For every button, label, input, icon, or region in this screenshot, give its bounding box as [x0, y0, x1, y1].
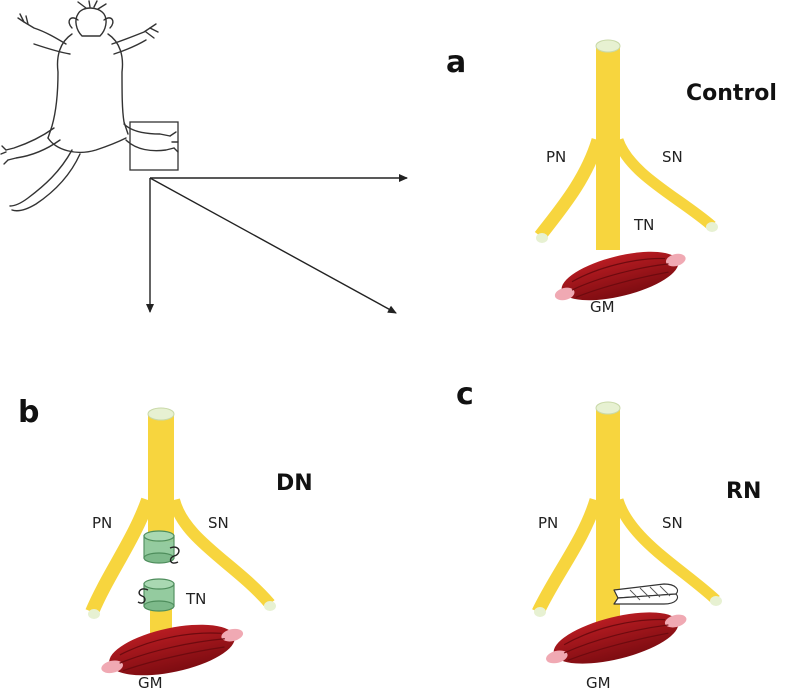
nerve-cut-end [595, 401, 621, 415]
sural-nerve-branch [168, 498, 275, 608]
tn-label: TN [633, 216, 654, 234]
nerve-cut-end [536, 233, 548, 243]
peroneal-nerve-branch [534, 138, 605, 240]
nerve-cut-end [147, 407, 175, 421]
nerve-cut-end [595, 39, 621, 53]
suture-icon [169, 546, 180, 564]
nerve-conduit-icon [143, 578, 175, 612]
nerve-cut-end [88, 609, 100, 619]
arrow-to-c [149, 177, 397, 314]
rat-outline-icon [0, 0, 179, 212]
sn-label: SN [662, 148, 683, 166]
panel-a-condition-label: Control [686, 81, 777, 106]
sciatic-nerve-diagram-a [534, 39, 718, 301]
sciatic-nerve-trunk [596, 46, 620, 250]
panel-c: c RN PN SN GM [456, 377, 761, 692]
sciatic-nerve-diagram-c [532, 401, 722, 664]
panel-a-letter: a [446, 45, 466, 80]
peroneal-nerve-branch [532, 498, 603, 615]
gm-label: GM [138, 674, 163, 692]
nerve-cut-end [710, 596, 722, 606]
sciatic-nerve-trunk [596, 408, 620, 636]
sn-label: SN [662, 514, 683, 532]
selection-box [129, 121, 179, 171]
nerve-cut-end [706, 222, 718, 232]
gm-label: GM [590, 298, 615, 316]
sn-label: SN [208, 514, 229, 532]
gastrocnemius-muscle [554, 251, 686, 301]
gm-label: GM [586, 674, 611, 692]
panel-b-condition-label: DN [276, 471, 313, 496]
panel-b-letter: b [18, 395, 39, 430]
peroneal-nerve-branch [85, 497, 155, 615]
pn-label: PN [92, 514, 112, 532]
panel-c-condition-label: RN [726, 479, 761, 504]
panel-a: a Control PN SN TN GM [446, 39, 777, 316]
sural-nerve-branch [612, 498, 720, 605]
forceps-icon [613, 583, 679, 605]
nerve-conduit-icon [143, 530, 175, 564]
tn-label: TN [185, 590, 206, 608]
sural-nerve-branch [612, 137, 716, 231]
sciatic-nerve-diagram-b [85, 407, 276, 676]
gastrocnemius-muscle [101, 624, 244, 676]
pn-label: PN [546, 148, 566, 166]
nerve-cut-end [264, 601, 276, 611]
suture-icon [137, 588, 149, 604]
pn-label: PN [538, 514, 558, 532]
pointer-arrows [146, 174, 408, 314]
gastrocnemius-muscle [546, 612, 687, 664]
sciatic-nerve-trunk [148, 414, 174, 542]
panel-b: b DN [18, 395, 313, 692]
nerve-cut-end [534, 607, 546, 617]
panel-c-letter: c [456, 377, 474, 412]
